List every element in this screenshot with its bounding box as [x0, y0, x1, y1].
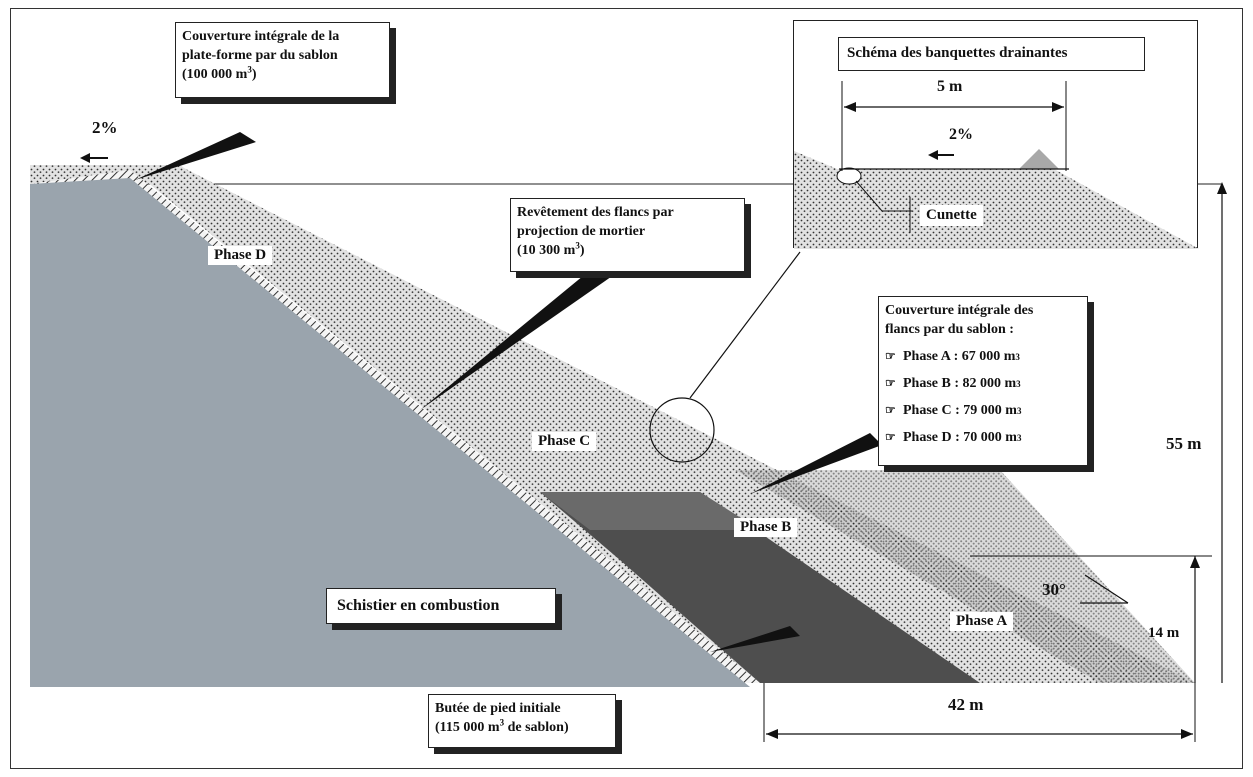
phase-b-label: Phase B	[734, 518, 798, 537]
mortar-callout-leader	[420, 262, 618, 410]
height-label: 55 m	[1166, 434, 1202, 453]
mortar-callout: Revêtement des flancs par projection de …	[510, 198, 745, 272]
phase-d-label: Phase D	[208, 246, 273, 265]
schist-body	[30, 178, 750, 687]
foot-buttress-top	[540, 492, 760, 530]
pointing-hand-icon: ☞	[885, 430, 896, 444]
inset-gutter-label: Cunette	[920, 205, 983, 226]
schist-label: Schistier en combustion	[326, 588, 556, 624]
foot-callout-leader	[710, 626, 800, 652]
detail-circle	[649, 397, 715, 463]
phase-c-label: Phase C	[532, 432, 597, 451]
base-width-label: 42 m	[948, 695, 984, 714]
platform-callout-leader	[135, 132, 256, 180]
phase-a-label: Phase A	[950, 612, 1014, 631]
pointing-hand-icon: ☞	[885, 403, 896, 417]
detail-leader-line	[689, 251, 801, 399]
foot-height-label: 14 m	[1148, 625, 1180, 641]
foot-callout: Butée de pied initiale (115 000 m3 de sa…	[428, 694, 616, 748]
inset-panel: Schéma des banquettes drainantes 5 m 2% …	[793, 20, 1199, 249]
flanks-callout-leader	[750, 433, 882, 494]
inset-title: Schéma des banquettes drainantes	[838, 37, 1145, 71]
pointing-hand-icon: ☞	[885, 376, 896, 390]
platform-callout: Couverture intégrale de la plate-forme p…	[175, 22, 390, 98]
angle-label: 30°	[1042, 580, 1066, 599]
diagram-frame	[10, 8, 1243, 769]
foot-buttress-block	[540, 492, 980, 683]
platform-slope-label: 2%	[92, 118, 118, 137]
inset-drawing	[794, 81, 1199, 249]
pointing-hand-icon: ☞	[885, 349, 896, 363]
phase-b-sand-zone	[735, 470, 1195, 683]
flanks-callout: Couverture intégrale des flancs par du s…	[878, 296, 1088, 466]
inset-width-label: 5 m	[937, 78, 963, 95]
inset-slope-label: 2%	[949, 126, 973, 143]
